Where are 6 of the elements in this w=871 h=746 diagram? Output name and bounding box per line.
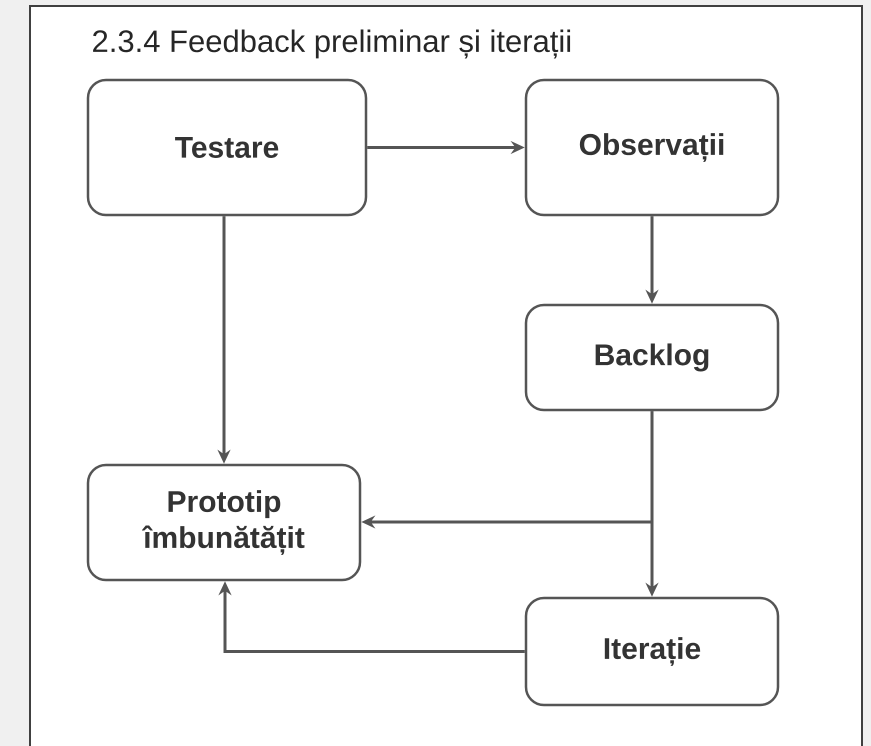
process-box: Testare (86, 78, 368, 216)
process-box: Prototip îmbunătățit (86, 464, 362, 582)
title: 2.3.4 Feedback preliminar și iterații (93, 29, 570, 58)
process-box: Observații (524, 78, 780, 216)
process-box: Iterație (524, 596, 780, 706)
process-box: Backlog (524, 304, 780, 412)
